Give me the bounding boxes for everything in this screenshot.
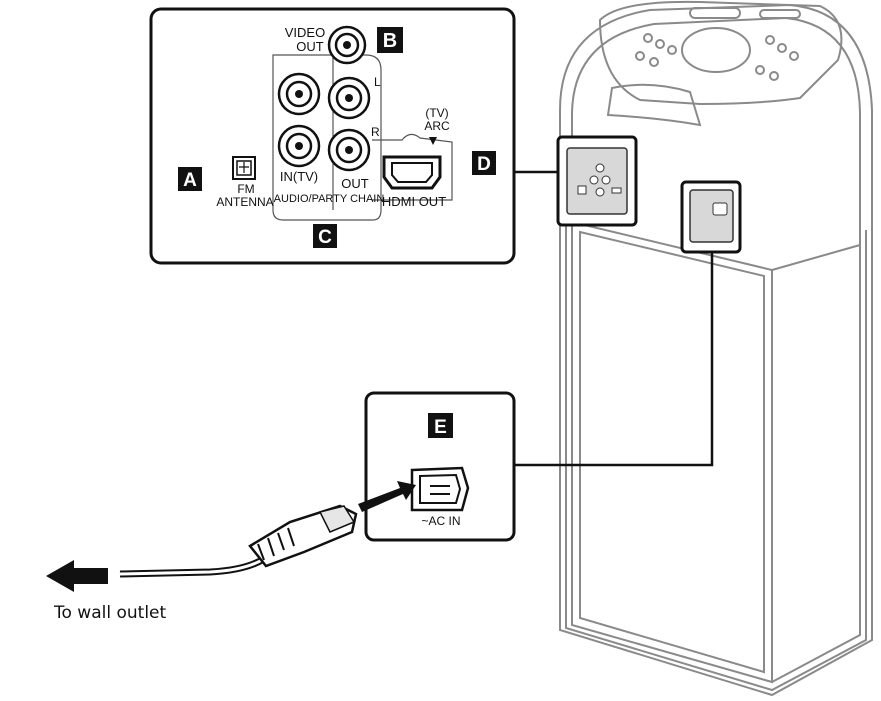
callout-line-e (514, 250, 714, 467)
hdmi-out-port (382, 155, 442, 190)
wall-outlet-arrow-icon (46, 560, 108, 592)
hdmi-out-label: HDMI OUT (382, 194, 446, 209)
callout-lines (514, 170, 714, 467)
rear-panel-callout: VIDEO OUT L R IN(TV) OUT AUDIO/PARTY CHA… (149, 7, 516, 265)
speaker-rear-jack-panel (556, 135, 638, 227)
svg-text:C: C (318, 227, 332, 248)
badge-b: B (377, 27, 403, 53)
video-out-label-line2: OUT (296, 39, 324, 54)
badge-d: D (472, 151, 496, 175)
ac-in-label: ~AC IN (421, 514, 460, 528)
audio-in-r-jack (277, 124, 321, 168)
speaker-ac-inlet-panel (680, 180, 742, 254)
out-label: OUT (341, 176, 369, 191)
svg-text:E: E (434, 417, 447, 438)
tv-label: (TV) (425, 106, 448, 120)
channel-l-label: L (374, 75, 381, 89)
badge-e: E (428, 413, 453, 438)
top-dial (681, 27, 751, 73)
arc-label: ARC (424, 119, 450, 133)
video-out-label-line1: VIDEO (285, 25, 325, 40)
ac-inlet (410, 466, 470, 512)
power-plug (248, 504, 358, 568)
arc-marker-icon (429, 137, 437, 145)
ac-in-callout: E ~AC IN (364, 391, 516, 542)
speaker-grille (571, 220, 773, 684)
power-cord (119, 504, 358, 578)
in-tv-label: IN(TV) (280, 169, 318, 184)
antenna-label: ANTENNA (216, 195, 273, 209)
wall-outlet-caption: To wall outlet (53, 603, 166, 623)
badge-c: C (313, 224, 337, 248)
channel-r-label: R (371, 125, 380, 139)
video-out-jack (327, 25, 367, 65)
audio-in-l-jack (277, 72, 321, 116)
audio-out-r-jack (327, 128, 371, 172)
audio-party-chain-label: AUDIO/PARTY CHAIN (274, 193, 385, 205)
badge-a: A (178, 167, 202, 191)
fm-label: FM (237, 182, 254, 196)
carry-handle (606, 83, 702, 127)
svg-text:D: D (477, 154, 491, 175)
svg-text:B: B (383, 30, 397, 52)
audio-out-l-jack (327, 76, 371, 120)
top-control-panel (598, 0, 843, 106)
speaker-unit (559, 0, 873, 697)
svg-text:A: A (183, 170, 197, 191)
insert-arrow-icon (358, 481, 416, 512)
fm-antenna-jack (232, 156, 256, 180)
